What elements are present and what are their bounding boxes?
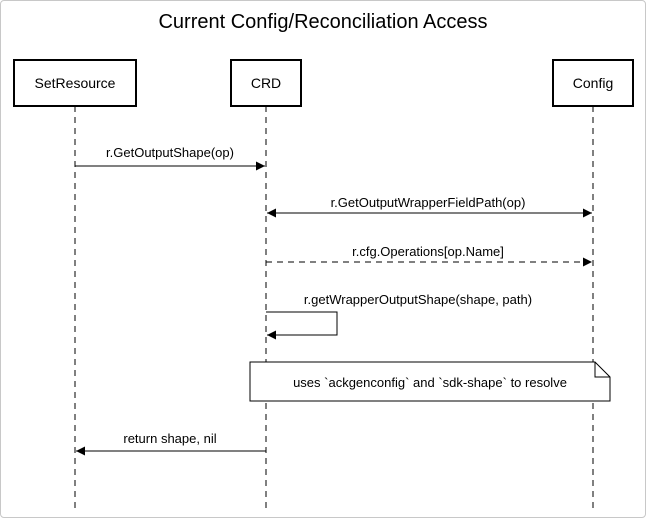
message-cfg-operations-label: r.cfg.Operations[op.Name] xyxy=(352,244,504,259)
participant-config: Config xyxy=(552,59,634,107)
participant-setresource-label: SetResource xyxy=(35,75,116,91)
message-get-output-shape-label: r.GetOutputShape(op) xyxy=(106,145,234,160)
message-get-output-wrapper-field-path-label: r.GetOutputWrapperFieldPath(op) xyxy=(331,195,526,210)
diagram-title: Current Config/Reconciliation Access xyxy=(158,11,487,33)
participant-crd: CRD xyxy=(230,59,302,107)
participant-crd-label: CRD xyxy=(251,75,281,91)
participant-setresource: SetResource xyxy=(13,59,137,107)
message-return-shape-label: return shape, nil xyxy=(123,431,216,446)
message-get-wrapper-output-shape-label: r.getWrapperOutputShape(shape, path) xyxy=(304,292,532,307)
note: uses `ackgenconfig` and `sdk-shape` to r… xyxy=(249,361,611,402)
message-get-wrapper-output-shape-arrow xyxy=(266,311,338,340)
note-text: uses `ackgenconfig` and `sdk-shape` to r… xyxy=(293,375,567,390)
participant-config-label: Config xyxy=(573,75,613,91)
